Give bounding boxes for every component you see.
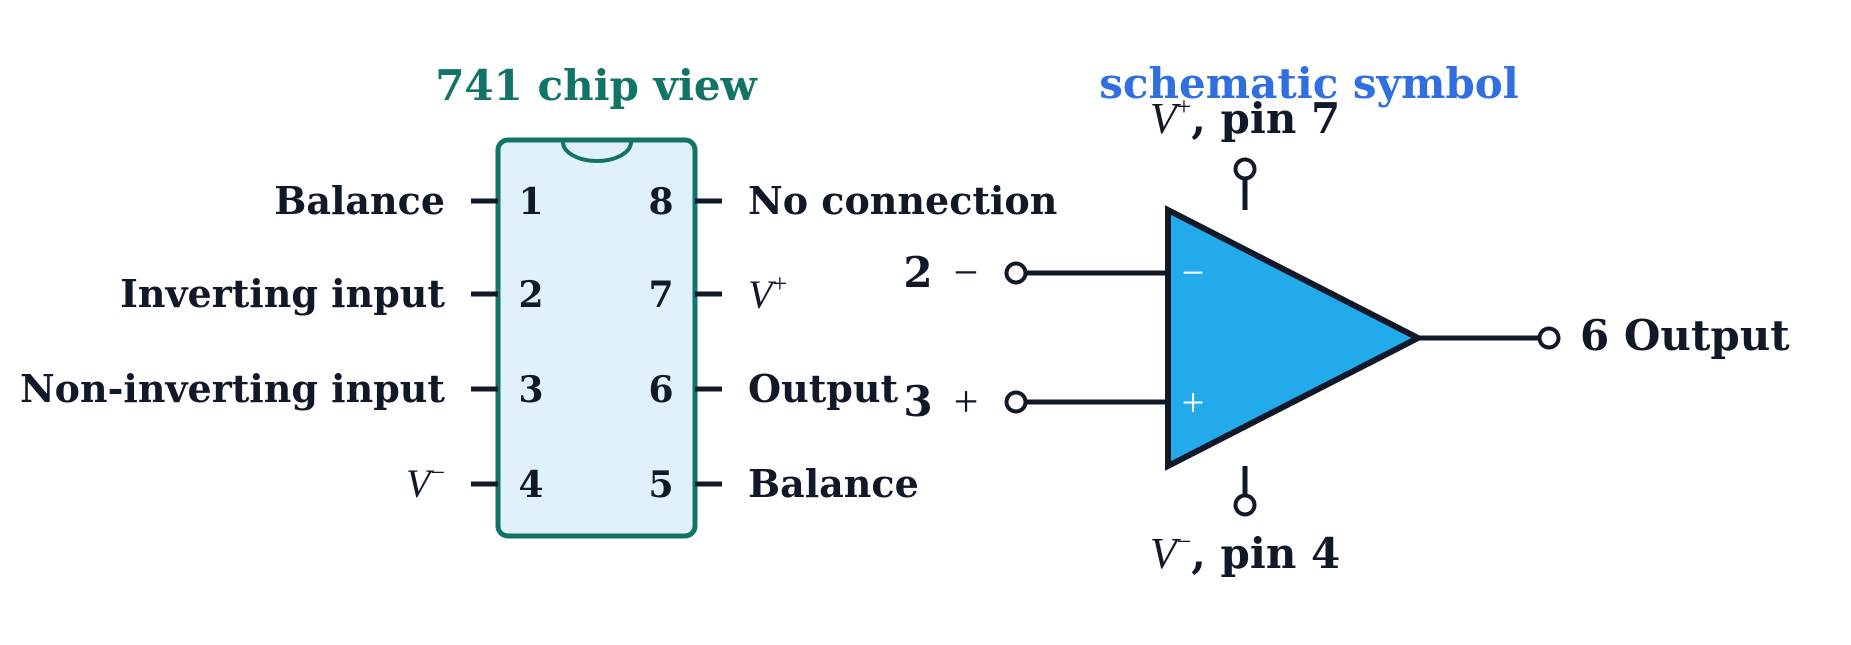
pin-label-no-connection: No connection [748,178,1057,223]
pin-number-8: 8 [648,181,673,223]
inner-minus-sign: − [1182,250,1205,295]
output-terminal [1537,326,1561,350]
pin-label-non-inverting-input: Non-inverting input [20,366,445,411]
inverting-input-number: 2 [903,248,932,297]
pin-label-balance-5: Balance [748,461,919,506]
vplus-sup: + [1177,92,1192,121]
pin-label-v-minus: V− [406,458,445,506]
inverting-input-terminal [1004,261,1028,285]
pin-label-v-plus: V+ [748,269,787,317]
schematic-symbol: schematic symbol V+, pin 7 V−, pin 4 − +… [903,59,1790,578]
pin-number-4: 4 [518,464,543,506]
vplus-rest: , pin 7 [1191,94,1340,143]
right-pin-stubs [695,198,722,487]
v-plus-letter: V [748,272,777,317]
opamp-triangle [1165,205,1425,471]
vminus-sup: − [1177,527,1192,556]
v-minus-letter: V [406,461,435,506]
noninverting-input-terminal [1004,390,1028,414]
pin-number-5: 5 [648,464,673,506]
chip-notch [561,141,633,163]
output-label: 6 Output [1580,311,1790,360]
schematic-symbol-title: schematic symbol [1099,59,1519,108]
noninverting-input-number: 3 [903,377,932,426]
pin-number-3: 3 [518,369,543,411]
left-pin-stubs [471,198,498,487]
vminus-rest: , pin 4 [1191,529,1340,578]
pin-number-2: 2 [518,274,543,316]
pin-label-balance-1: Balance [274,178,445,223]
inverting-input-sign: − [954,248,979,297]
inner-plus-sign: + [1182,380,1205,425]
vminus-terminal [1233,493,1257,517]
pin-number-7: 7 [648,274,673,316]
chip-view-title: 741 chip view [435,61,757,110]
vplus-pin-label: V+, pin 7 [1150,92,1341,143]
pin-label-output: Output [748,366,898,411]
pin-number-6: 6 [648,369,673,411]
pin-number-1: 1 [518,181,543,223]
vplus-v: V [1150,94,1182,143]
v-plus-sup: + [772,269,787,298]
v-minus-sup: − [430,458,445,487]
noninverting-input-sign: + [954,377,979,426]
chip-body [495,137,698,539]
vplus-terminal [1233,157,1257,181]
vminus-pin-label: V−, pin 4 [1150,527,1341,578]
pin-label-inverting-input: Inverting input [120,271,445,316]
chip-view: 741 chip view 1 2 3 4 8 7 6 5 Balance [20,61,1057,539]
vminus-v: V [1150,529,1182,578]
